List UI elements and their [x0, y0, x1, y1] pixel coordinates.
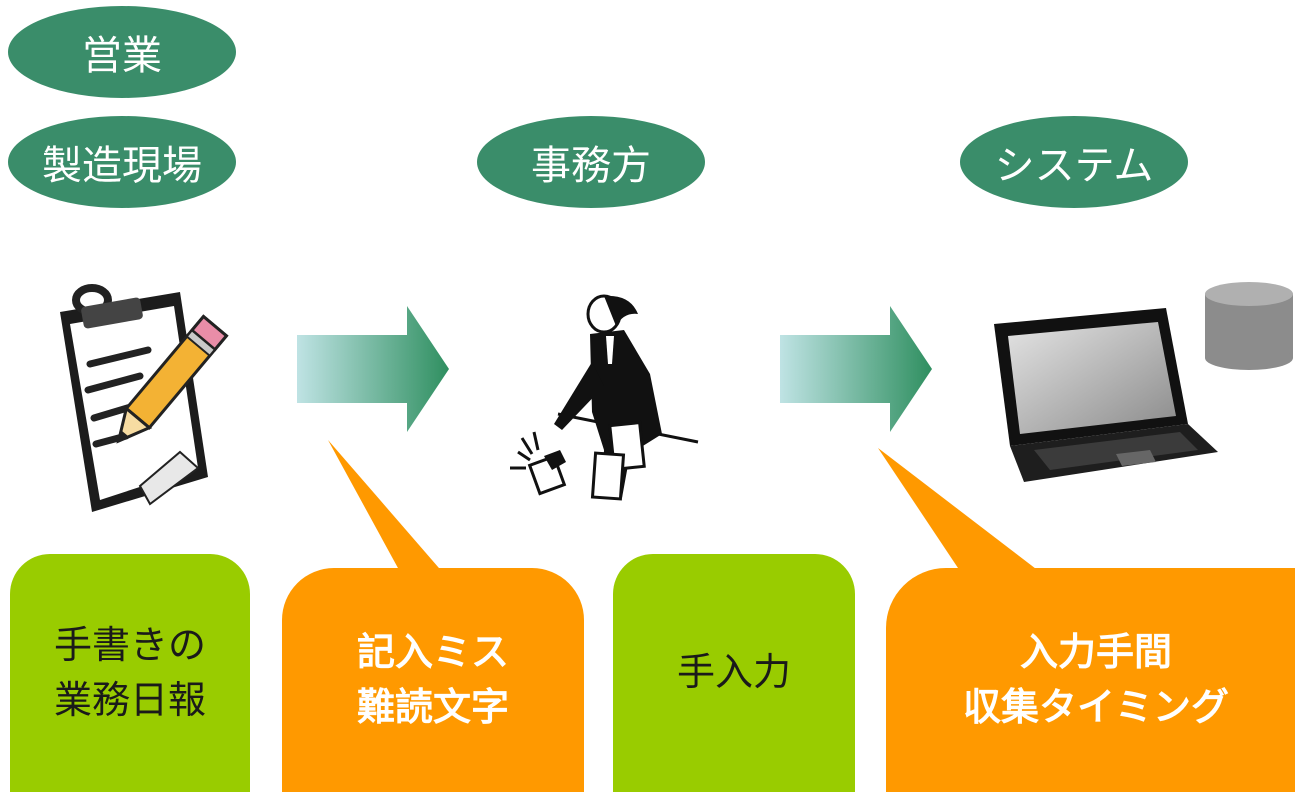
role-label-office: 事務方 — [531, 143, 651, 189]
step-box-handwritten: 手書きの 業務日報 — [10, 554, 250, 792]
step-handwritten-line-1: 手書きの — [53, 622, 206, 667]
problem-system-line-1: 入力手間 — [1019, 629, 1172, 674]
laptop-icon — [994, 308, 1218, 482]
step-manual-input-label: 手入力 — [676, 650, 791, 695]
problem-system-line-2: 収集タイミング — [962, 685, 1229, 729]
flow-arrow-1 — [297, 306, 449, 432]
callout-tail-entry — [328, 440, 458, 590]
callout-tail-system — [878, 448, 1074, 598]
role-pill-sales: 営業 — [8, 6, 236, 98]
role-pill-factory: 製造現場 — [8, 116, 236, 208]
role-pill-system: システム — [960, 116, 1188, 208]
step-handwritten-line-2: 業務日報 — [53, 678, 206, 722]
office-worker-icon — [510, 294, 699, 501]
role-label-sales: 営業 — [82, 33, 162, 79]
problem-callout-entry: 記入ミス 難読文字 — [282, 568, 584, 792]
problem-entry-line-2: 難読文字 — [356, 685, 509, 729]
role-label-factory: 製造現場 — [42, 143, 202, 189]
role-label-system: システム — [994, 143, 1154, 189]
problem-entry-line-1: 記入ミス — [356, 629, 509, 674]
problem-callout-system: 入力手間 収集タイミング — [886, 568, 1295, 792]
database-icon — [1205, 282, 1293, 370]
flow-arrow-2 — [780, 306, 932, 432]
step-box-manual-input: 手入力 — [613, 554, 855, 792]
clipboard-pencil-icon — [60, 284, 229, 512]
role-pill-office: 事務方 — [477, 116, 705, 208]
